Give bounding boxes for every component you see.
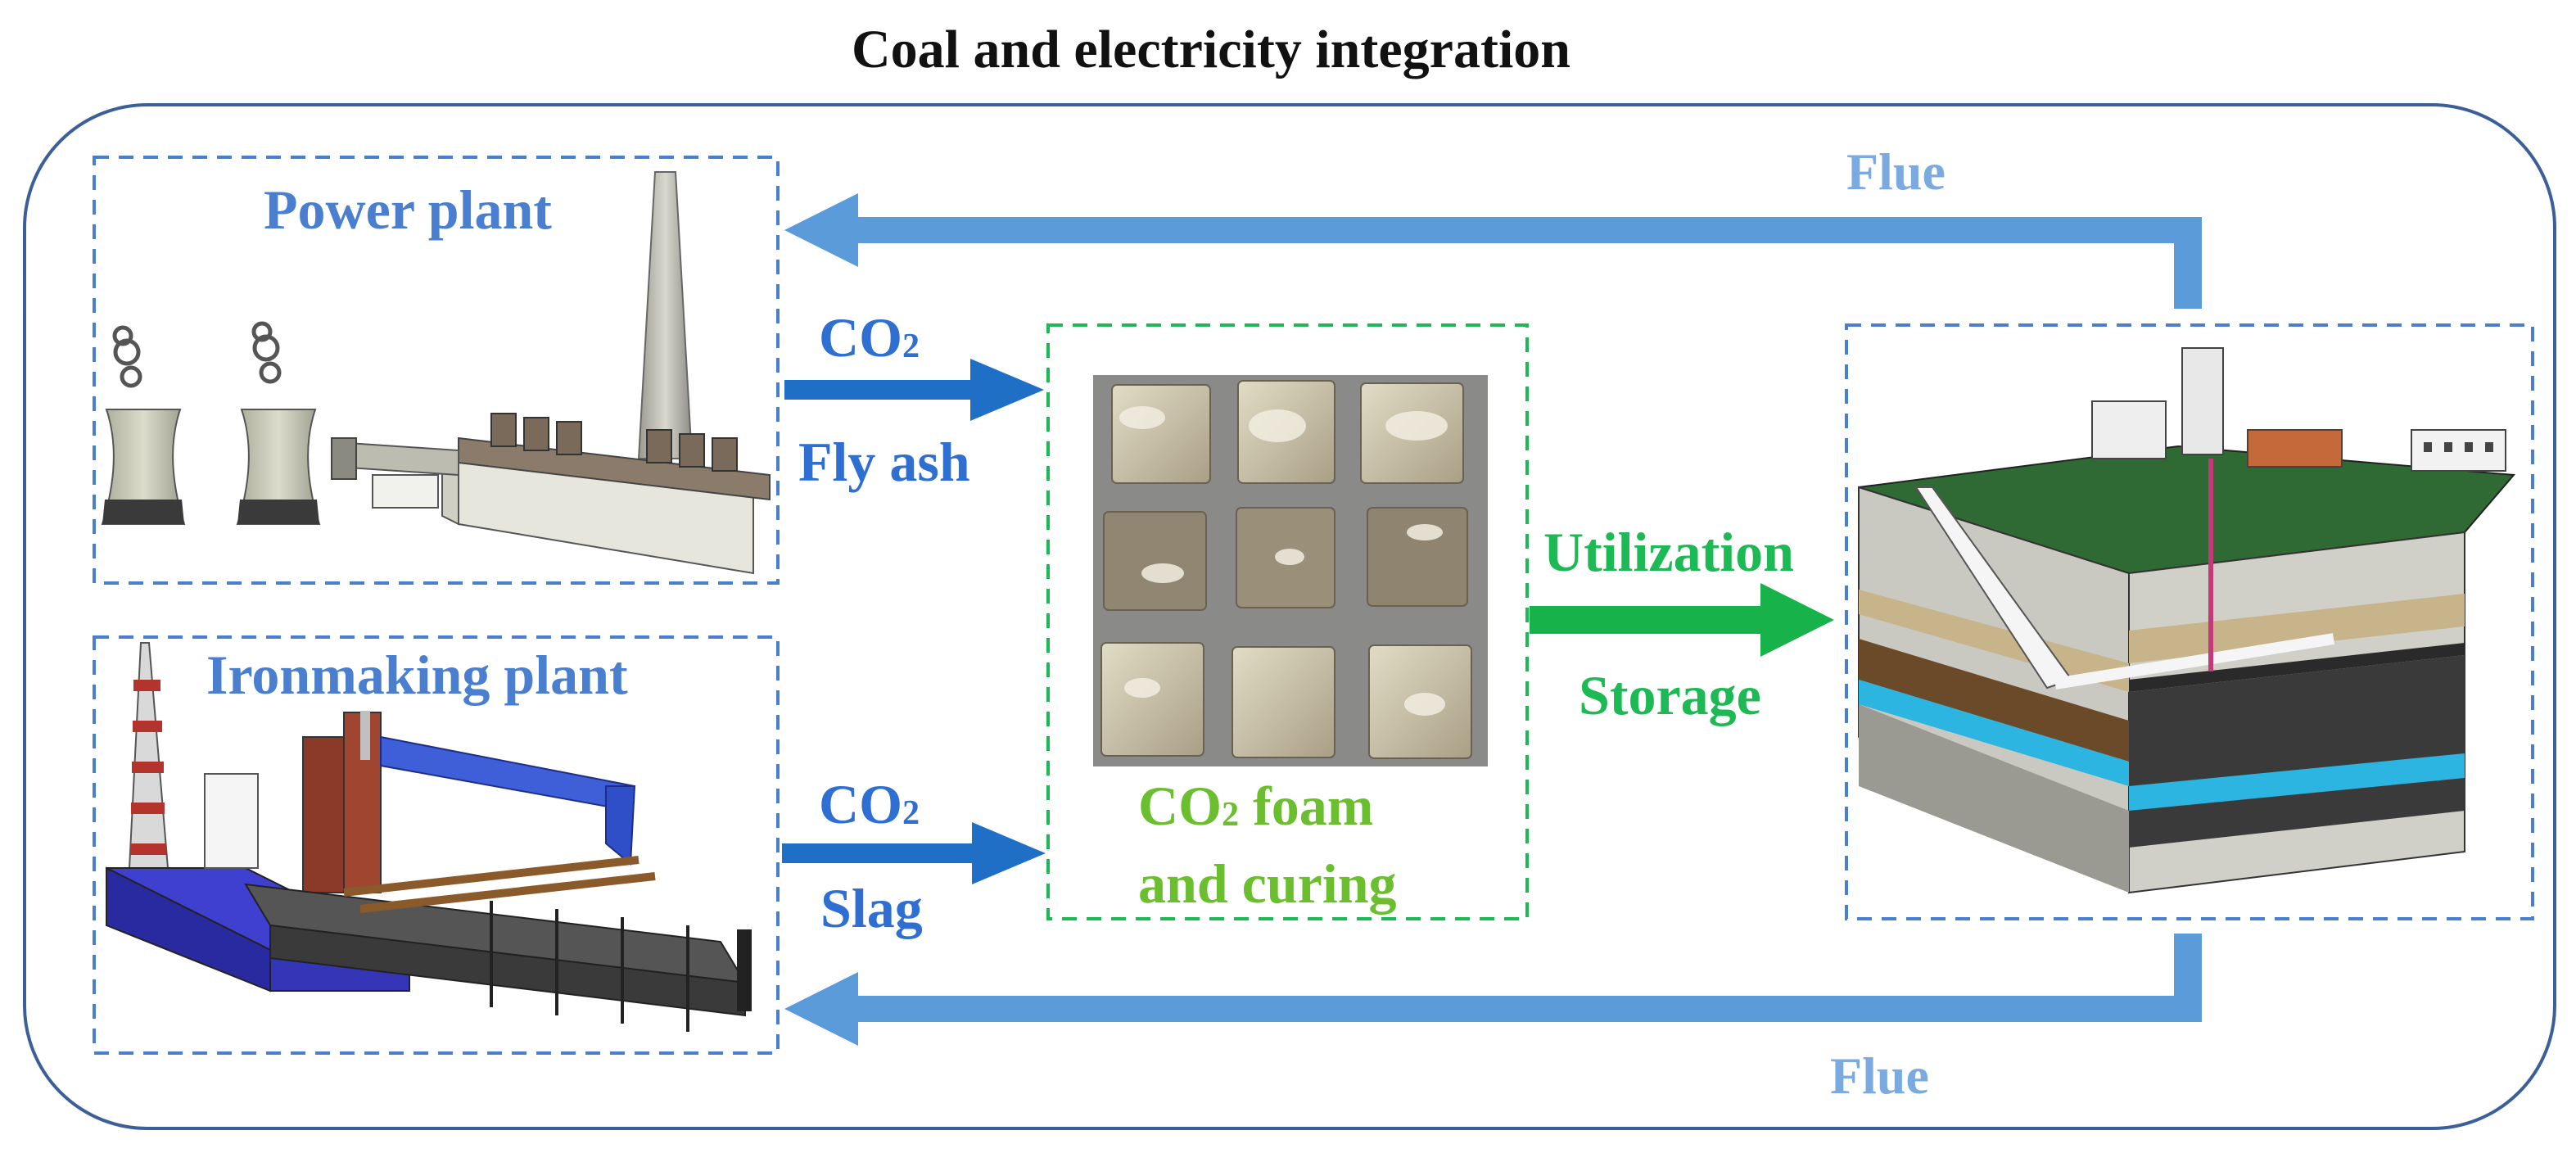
storage-label: Storage [1579,664,1761,726]
ironmaking-plant-label: Ironmaking plant [206,644,628,706]
foam-cubes-photo [1093,375,1488,766]
arrow-fly-ash [784,359,1044,421]
underground-storage-illustration [1858,347,2516,894]
ironmaking-plant-box [93,635,780,1055]
fly-ash-label: Fly ash [798,431,970,493]
co2-label-top: CO2 [819,306,920,369]
flue-label-top: Flue [1846,142,1946,201]
ironmaking-plant-illustration [106,642,752,1032]
power-plant-label: Power plant [264,179,552,241]
arrow-flue-top [784,193,2202,309]
arrow-flue-bottom [784,934,2202,1046]
co2-label-bottom: CO2 [819,773,920,835]
arrow-slag [782,822,1046,884]
foam-box [1046,323,1529,920]
storage-site-box [1845,323,2534,920]
outer-frame [23,103,2556,1130]
power-plant-illustration [101,171,771,575]
arrow-utilization [1530,583,1834,657]
utilization-label: Utilization [1543,521,1794,583]
flue-label-bottom: Flue [1830,1047,1929,1105]
power-plant-box [93,156,780,585]
diagram-title: Coal and electricity integration [852,20,1570,79]
slag-label: Slag [820,877,923,939]
foam-label-line2: and curing [1138,852,1397,915]
foam-label-line1: CO2 foam [1138,775,1374,837]
